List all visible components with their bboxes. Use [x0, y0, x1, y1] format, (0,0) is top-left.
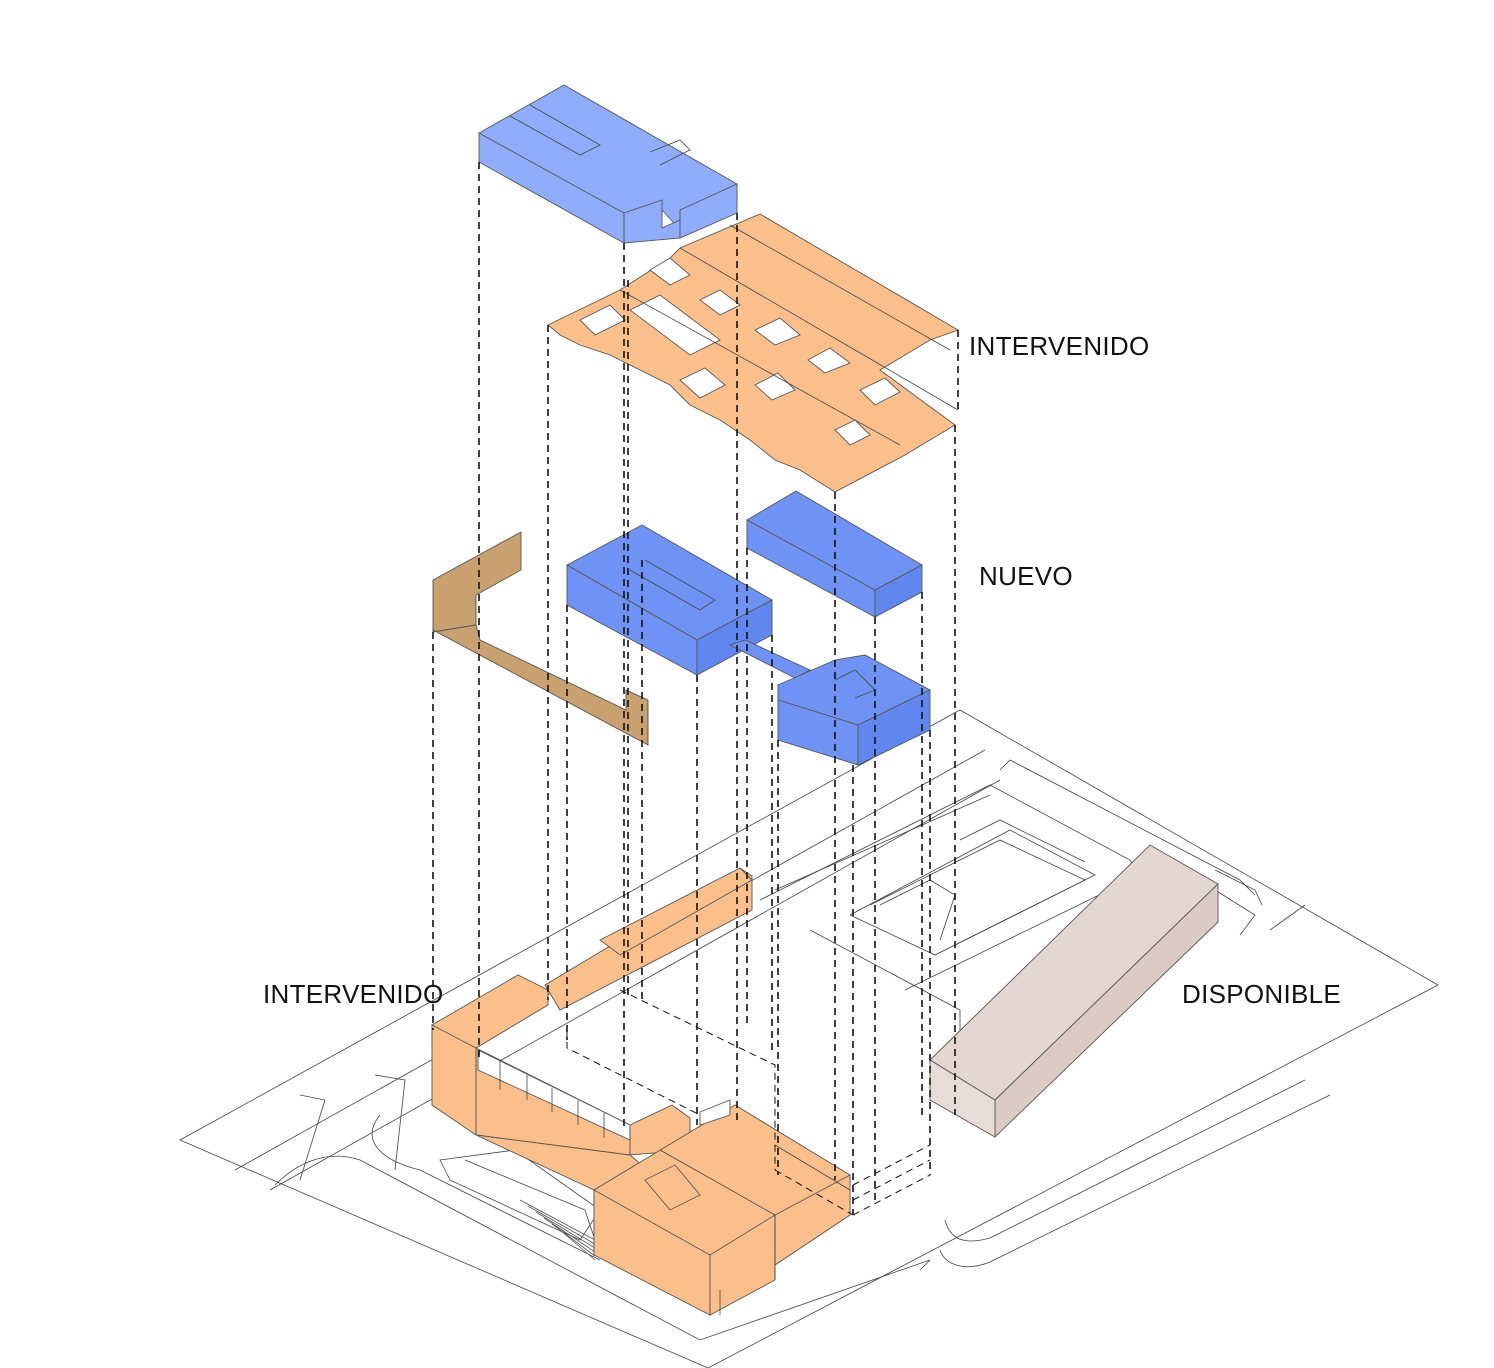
site-plane [179, 709, 1439, 1368]
roof-intervenido-slab [547, 213, 960, 493]
nuevo-volume-right-bottom [777, 654, 931, 766]
top-nuevo-volume [478, 84, 738, 244]
ground-intervenido-building [431, 867, 851, 1316]
disponible-building [929, 844, 1219, 1139]
label-intervenido-ground: INTERVENIDO [263, 979, 444, 1009]
label-nuevo: NUEVO [979, 561, 1073, 591]
stairs-hatch [519, 1199, 596, 1261]
label-disponible: DISPONIBLE [1182, 979, 1342, 1009]
label-intervenido-roof: INTERVENIDO [969, 331, 1150, 361]
projection-lines [432, 162, 959, 1215]
nuevo-volume-left [566, 524, 773, 676]
facade-panel [432, 531, 649, 746]
nuevo-bridge [728, 639, 812, 679]
ground-footprint-dashed [566, 989, 931, 1216]
